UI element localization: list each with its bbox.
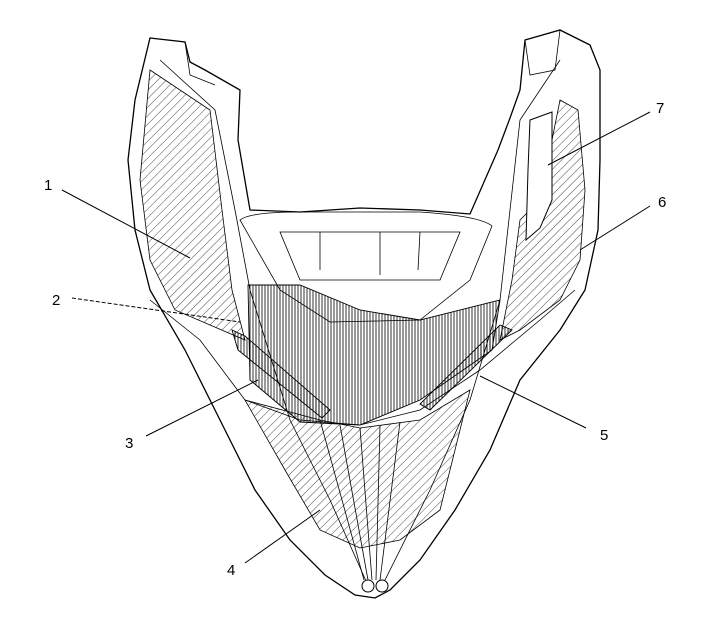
callout-5: 5 (600, 427, 608, 444)
callout-6: 6 (658, 194, 666, 211)
bottom-fastener (361, 579, 389, 593)
part-5-right-trim (419, 324, 513, 411)
leader-3 (145, 379, 259, 437)
leader-5 (479, 375, 587, 429)
leader-7 (547, 111, 651, 166)
part-7-window (525, 111, 553, 242)
callout-4: 4 (227, 562, 235, 579)
callout-7: 7 (656, 100, 664, 117)
leader-6 (579, 205, 651, 251)
leader-1 (61, 189, 191, 259)
leader-lines (61, 111, 651, 564)
leader-2 (71, 297, 241, 323)
callout-2: 2 (52, 292, 60, 309)
leader-4 (244, 509, 321, 564)
callout-1: 1 (44, 177, 52, 194)
callout-3: 3 (125, 435, 133, 452)
part-3-left-trim (231, 329, 331, 419)
lower-panel-ribs (319, 419, 401, 581)
part-4-lower-panel (244, 389, 471, 549)
